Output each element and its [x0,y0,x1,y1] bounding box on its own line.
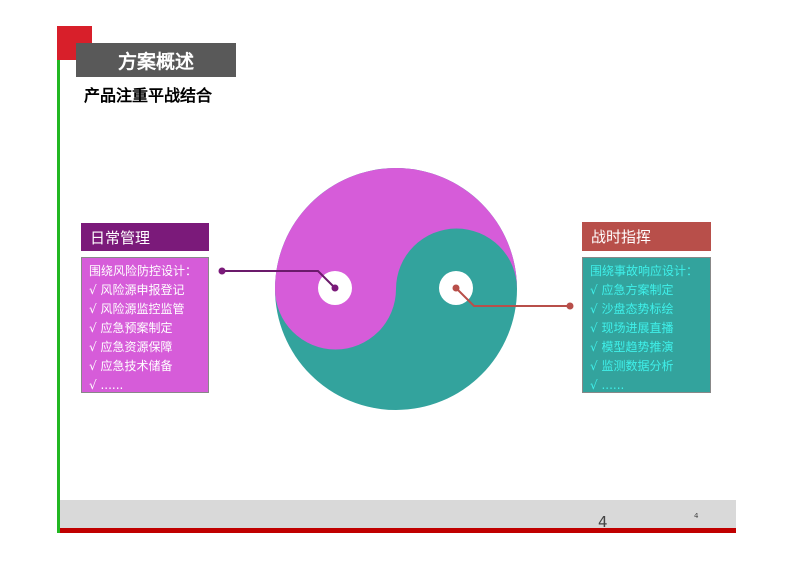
footer-red-bar [60,528,736,533]
right-panel-intro: 围绕事故响应设计： [590,264,699,278]
left-connector-end-dot [218,267,226,275]
list-item: √ 模型趋势推演 [590,340,674,354]
list-item: √ 应急资源保障 [89,340,173,354]
right-panel-body: 围绕事故响应设计： √ 应急方案制定 √ 沙盘态势标绘 √ 现场进展直播 √ 模… [582,257,711,393]
left-panel-intro: 围绕风险防控设计： [89,264,198,278]
left-connector [222,270,336,289]
right-connector [455,287,570,307]
page-number: 4 [598,513,608,531]
list-item: √ 现场进展直播 [590,321,674,335]
list-item: √ 应急预案制定 [89,321,173,335]
list-item: √ 沙盘态势标绘 [590,302,674,316]
green-accent-line [57,60,60,533]
left-connector-dot [331,284,339,292]
right-panel-header: 战时指挥 [582,222,711,251]
slide-title: 方案概述 [76,43,236,77]
left-panel-body: 围绕风险防控设计： √ 风险源申报登记 √ 风险源监控监管 √ 应急预案制定 √… [81,257,209,393]
list-item: √ 应急方案制定 [590,283,674,297]
footer-bar [60,500,736,528]
list-item: √ 应急技术储备 [89,359,173,373]
list-item: √ 监测数据分析 [590,359,674,373]
list-item: √ ...... [590,378,625,392]
left-panel-header: 日常管理 [81,223,209,251]
right-connector-dot [452,284,460,292]
list-item: √ 风险源申报登记 [89,283,185,297]
slide-subtitle: 产品注重平战结合 [84,86,213,105]
page-number-small: 4 [694,512,699,520]
list-item: √ 风险源监控监管 [89,302,185,316]
list-item: √ ...... [89,378,124,392]
right-connector-end-dot [566,302,574,310]
